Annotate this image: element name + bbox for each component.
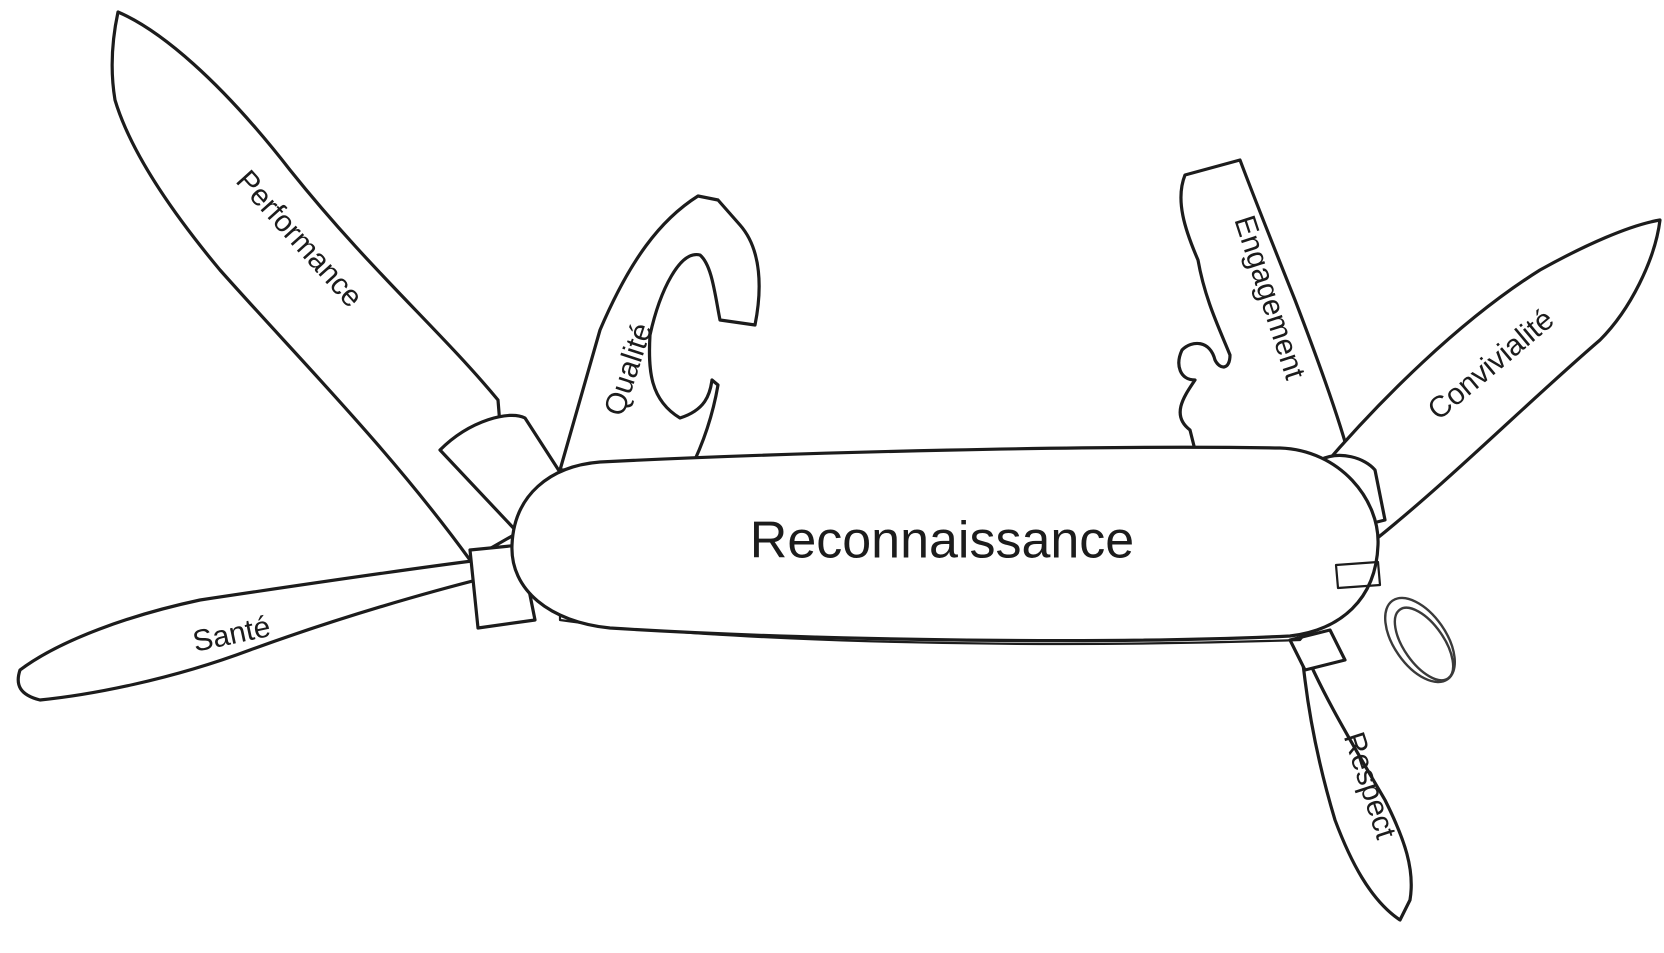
qualite-tool xyxy=(560,196,759,470)
reconnaissance-label: Reconnaissance xyxy=(750,512,1134,570)
sante-blade xyxy=(18,545,540,700)
key-ring xyxy=(1371,586,1469,694)
